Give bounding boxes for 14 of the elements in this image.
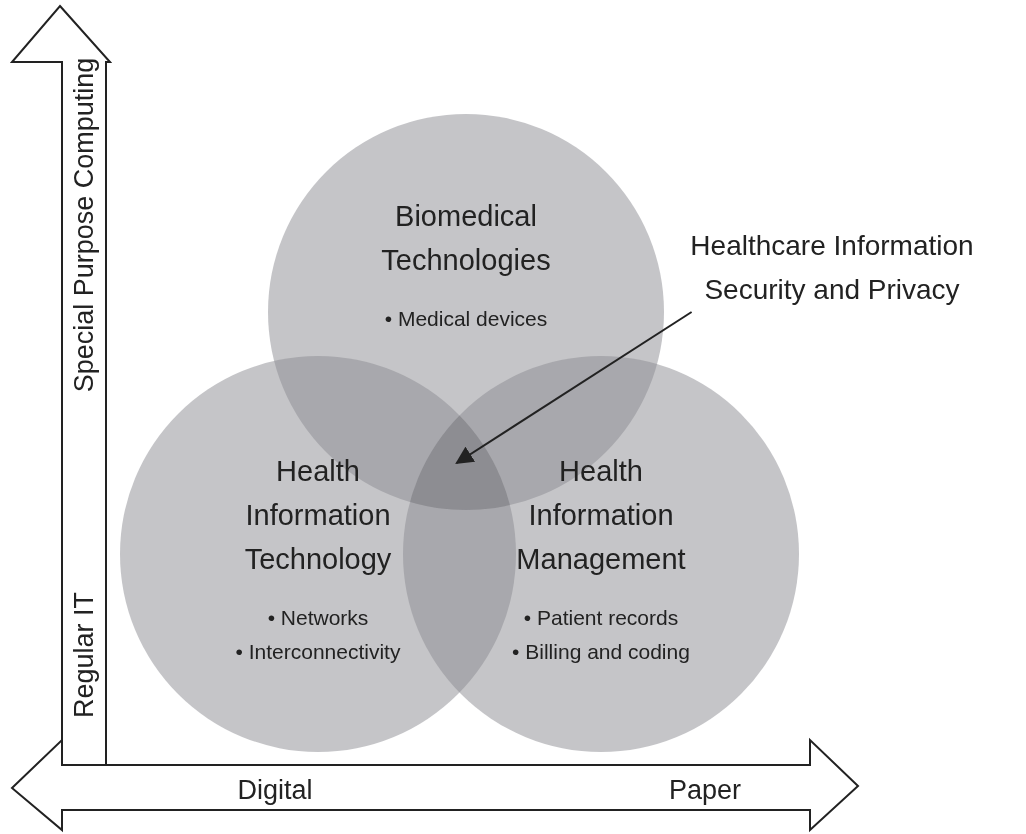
bullet-item: • Medical devices [384, 306, 548, 332]
bullet-item: • Billing and coding [512, 639, 690, 665]
circle-title: Biomedical Technologies [380, 199, 552, 278]
bullet-item: • Interconnectivity [235, 639, 401, 665]
circle-title: Health Information Technology [243, 454, 393, 577]
bullet-item: • Patient records [523, 605, 679, 631]
leader-arrow [455, 311, 693, 464]
axis-label: Paper [668, 774, 742, 806]
axis-label: Digital [237, 774, 313, 806]
callout-text: Healthcare Information Security and Privacy [689, 229, 975, 307]
bullet-item: • Networks [267, 605, 369, 631]
axis-label: Special Purpose Computing [68, 57, 100, 393]
axis-label: Regular IT [68, 591, 100, 719]
circle-title: Health Information Management [515, 454, 687, 577]
